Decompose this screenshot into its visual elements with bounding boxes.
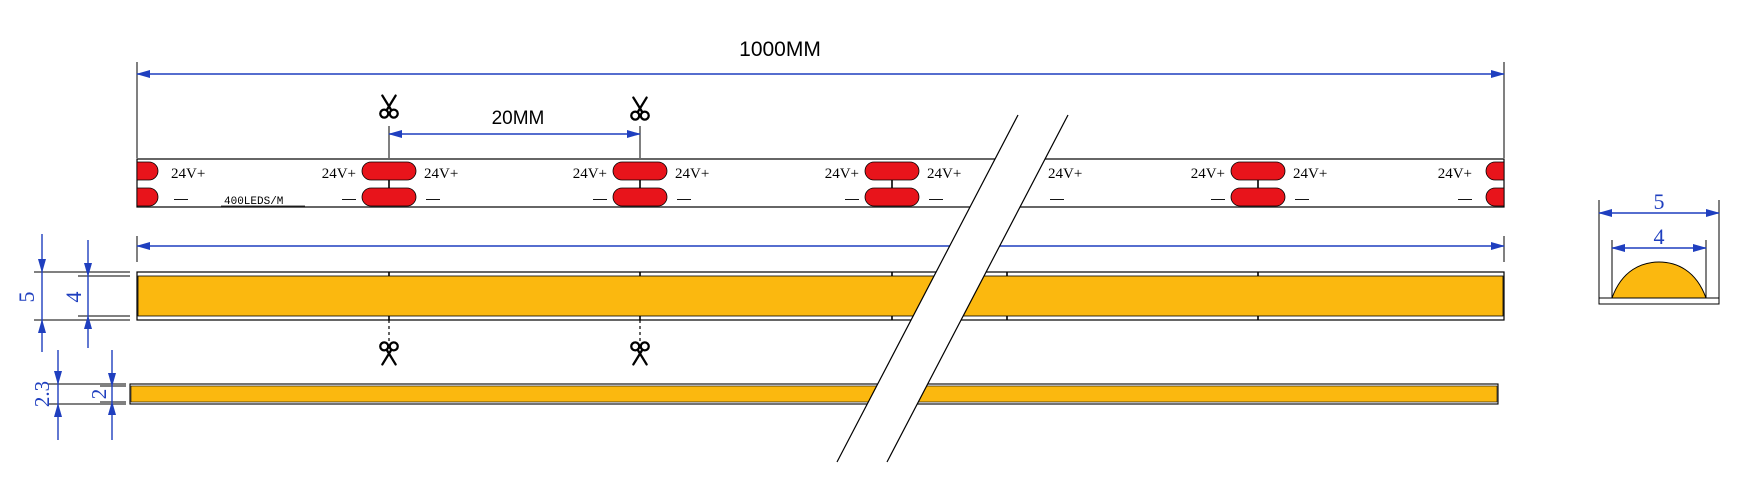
strip-thickness-dimension: 2.3 2 (30, 350, 126, 440)
length-dimension-line (136, 236, 1505, 262)
strip-width-outer-label: 5 (14, 292, 39, 303)
positive-label: 24V+ (1293, 166, 1327, 182)
solder-pad (1485, 161, 1505, 181)
negative-label: — (929, 190, 943, 206)
cross-section-profile: 5 4 (1598, 189, 1720, 305)
strip-width-dimension: 5 4 (14, 234, 130, 352)
led-density-label: 400LEDS/M (224, 196, 283, 208)
negative-label: — (342, 190, 356, 206)
break-symbol (836, 114, 1069, 463)
profile-width-outer-label: 5 (1654, 189, 1665, 214)
pad-pair (1230, 161, 1286, 207)
cut-interval-dimension: 20MM (388, 108, 641, 158)
scissors-icon (379, 94, 399, 119)
strip-width-inner-label: 4 (61, 292, 86, 303)
positive-label: 24V+ (1438, 166, 1472, 182)
positive-label: 24V+ (1191, 166, 1225, 182)
negative-label: — (1050, 190, 1064, 206)
positive-label: 24V+ (322, 166, 356, 182)
negative-label: — (1211, 190, 1225, 206)
strip-back-view: 24V+ 24V+ 24V+ 24V+ 24V+ 24V+ 24V+ 24V+ … (136, 158, 1505, 208)
cob-strip-side-view (129, 383, 1499, 405)
negative-label: — (1458, 190, 1472, 206)
total-length-label: 1000MM (739, 38, 821, 61)
strip-thickness-inner-label: 2 (87, 389, 111, 400)
positive-label: 24V+ (675, 166, 709, 182)
scissors-icon (630, 96, 650, 121)
cob-strip-top-view (136, 271, 1505, 342)
total-length-dimension: 1000MM (136, 38, 1505, 158)
positive-label: 24V+ (927, 166, 961, 182)
solder-pad (1485, 187, 1505, 207)
positive-label: 24V+ (573, 166, 607, 182)
positive-label: 24V+ (171, 166, 205, 182)
negative-label: — (174, 190, 188, 206)
cut-interval-label: 20MM (492, 108, 545, 129)
strip-thickness-outer-label: 2.3 (30, 381, 54, 407)
positive-label: 24V+ (1048, 166, 1082, 182)
positive-label: 24V+ (825, 166, 859, 182)
negative-label: — (845, 190, 859, 206)
solder-pad (136, 161, 159, 181)
scissors-icon (379, 341, 399, 366)
scissors-icon (630, 341, 650, 366)
negative-label: — (593, 190, 607, 206)
pad-pair (361, 161, 417, 207)
negative-label: — (677, 190, 691, 206)
negative-label: — (426, 190, 440, 206)
pad-pair (864, 161, 920, 207)
positive-label: 24V+ (424, 166, 458, 182)
profile-width-inner-label: 4 (1654, 224, 1665, 249)
solder-pad (136, 187, 159, 207)
negative-label: — (1295, 190, 1309, 206)
pad-pair (612, 161, 668, 207)
